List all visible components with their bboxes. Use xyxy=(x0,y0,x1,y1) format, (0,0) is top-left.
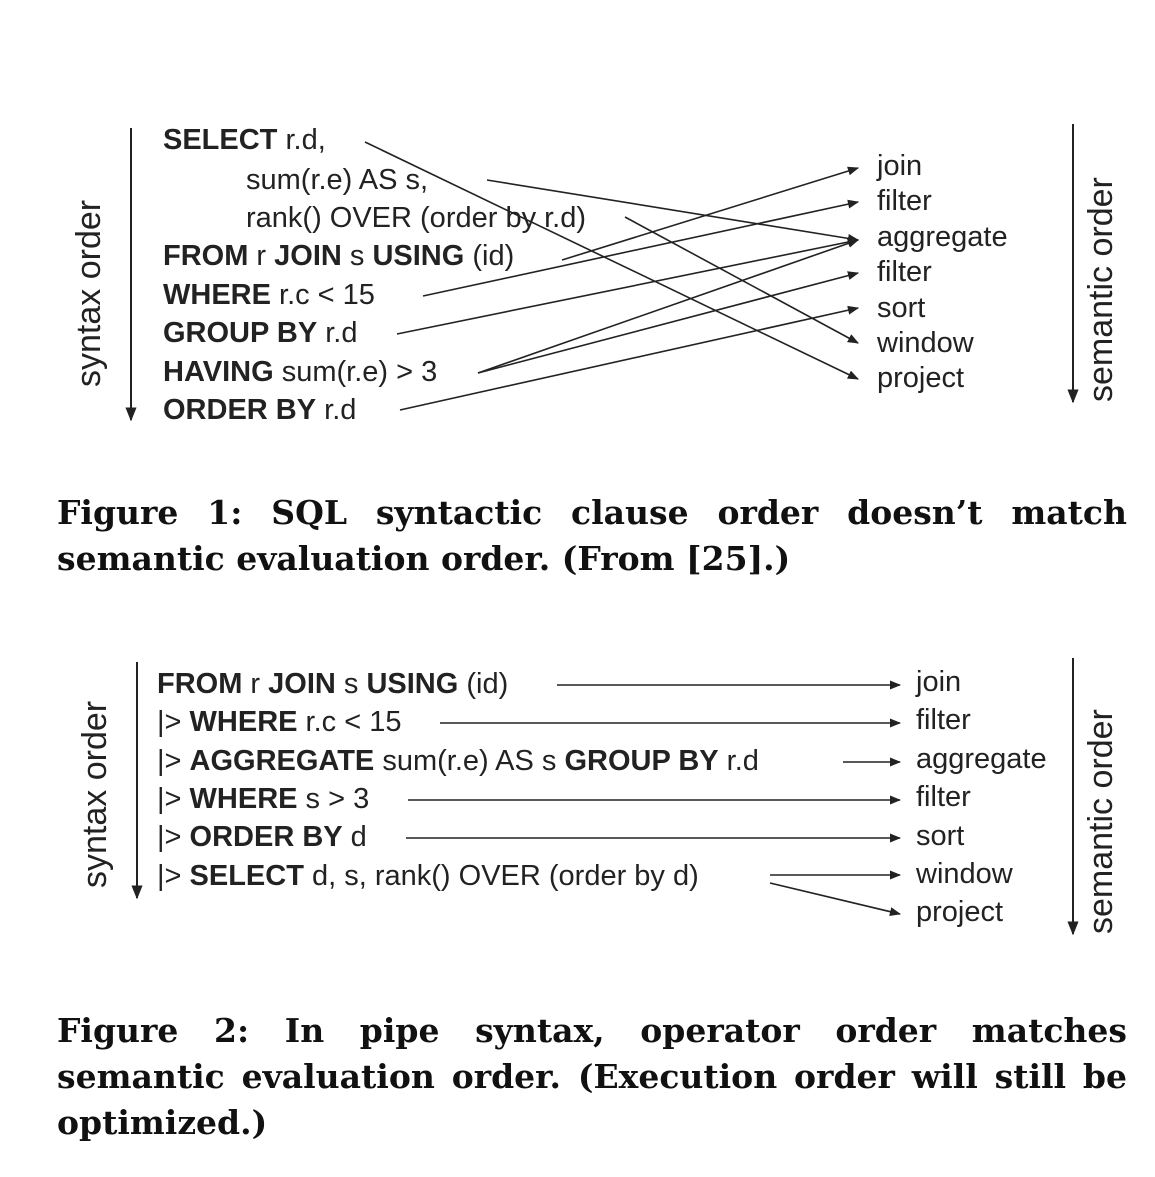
fig2-sem-sort: sort xyxy=(916,820,965,852)
arrow-groupby-aggregate xyxy=(396,237,860,335)
figure-1-caption: Figure 1: SQL syntactic clause order doe… xyxy=(57,493,1127,578)
fig1-line-from: FROM r JOIN s USING (id) xyxy=(163,240,515,272)
syntax-order-label: syntax order xyxy=(70,199,108,387)
fig1-sem-project: project xyxy=(877,362,965,394)
fig2-line-where: |> WHERE r.c < 15 xyxy=(157,706,402,738)
fig2-sem-project: project xyxy=(916,896,1004,928)
fig1-line-groupby: GROUP BY r.d xyxy=(163,317,358,349)
syntax-order-label-2: syntax order xyxy=(76,700,114,888)
fig2-line-select: |> SELECT d, s, rank() OVER (order by d) xyxy=(157,860,699,892)
figure-1-arrows xyxy=(125,124,1079,422)
arrow-from-join xyxy=(561,166,860,261)
fig1-sem-filter-2: filter xyxy=(877,256,932,288)
fig1-line-rank: rank() OVER (order by r.d) xyxy=(246,202,587,234)
arrow-select-rd-project xyxy=(364,141,860,380)
fig1-sem-filter: filter xyxy=(877,185,932,217)
fig1-sem-join: join xyxy=(877,150,923,182)
fig2-line-orderby: |> ORDER BY d xyxy=(157,821,367,853)
fig2-sem-window: window xyxy=(916,858,1013,890)
fig1-sem-aggregate: aggregate xyxy=(877,221,1008,253)
figure-2-caption: Figure 2: In pipe syntax, operator order… xyxy=(57,1011,1127,1142)
fig1-line-where: WHERE r.c < 15 xyxy=(163,279,375,311)
figure-2: syntax order semantic order FROM r JOIN … xyxy=(0,650,1155,950)
arrow-sum-aggregate xyxy=(486,179,860,243)
semantic-order-label: semantic order xyxy=(1082,177,1120,402)
fig1-line-having: HAVING sum(r.e) > 3 xyxy=(163,356,438,388)
arrow-having-aggregate xyxy=(477,239,860,374)
fig1-line-select: SELECT r.d, xyxy=(163,124,326,156)
fig1-sem-sort: sort xyxy=(877,292,926,324)
arrow-orderby-sort xyxy=(399,305,860,411)
fig2-sem-aggregate: aggregate xyxy=(916,743,1047,775)
fig2-line-aggregate: |> AGGREGATE sum(r.e) AS s GROUP BY r.d xyxy=(157,745,759,777)
fig2-line-from: FROM r JOIN s USING (id) xyxy=(157,668,509,700)
fig1-sem-window: window xyxy=(877,327,974,359)
arrow-having-filter xyxy=(477,271,860,374)
fig2-sem-filter-2: filter xyxy=(916,781,971,813)
semantic-order-label-2: semantic order xyxy=(1082,709,1120,934)
figure-2-arrows xyxy=(131,658,1079,936)
arrow2-select-project xyxy=(769,882,902,917)
fig2-line-where-2: |> WHERE s > 3 xyxy=(157,783,370,815)
figure-1: syntax order semantic order SELECT r.d, … xyxy=(0,110,1155,450)
fig1-line-sum: sum(r.e) AS s, xyxy=(246,164,429,196)
fig2-sem-filter: filter xyxy=(916,704,971,736)
fig2-sem-join: join xyxy=(916,666,962,698)
arrow-where-filter xyxy=(422,199,860,297)
fig1-line-orderby: ORDER BY r.d xyxy=(163,394,357,426)
